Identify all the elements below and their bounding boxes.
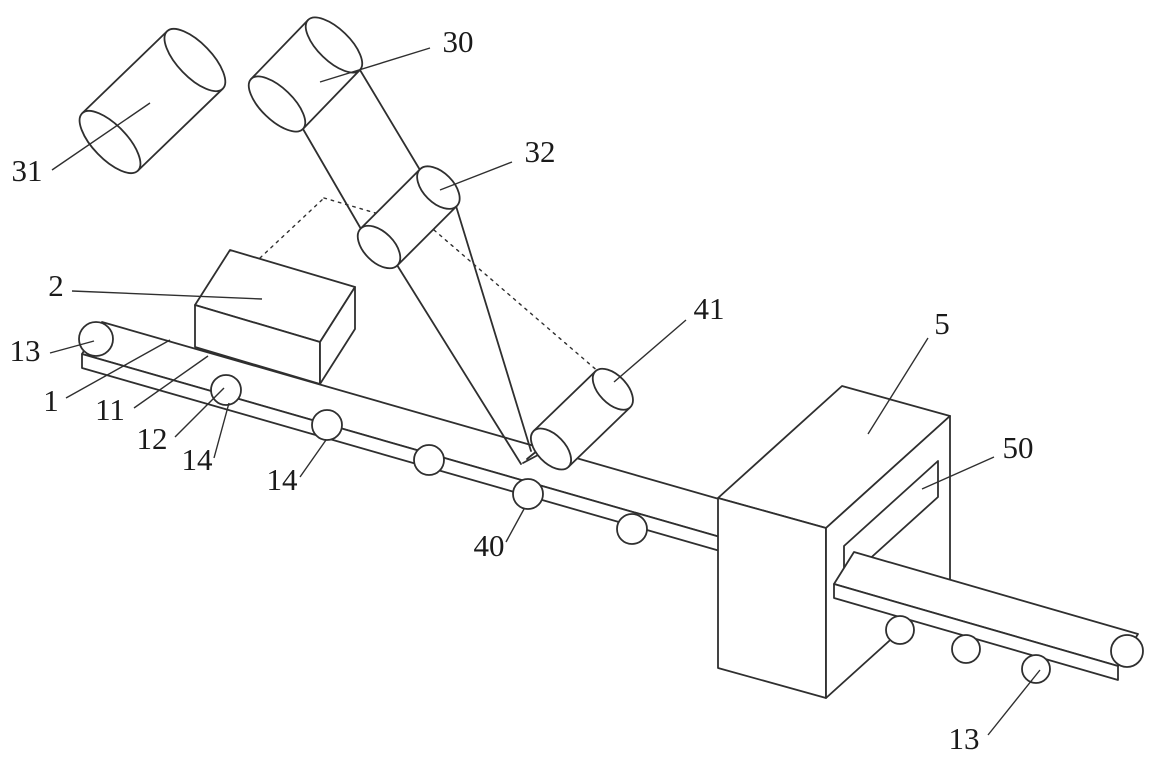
support-rollers [210, 374, 648, 545]
labels-inner: 30 31 32 2 13 1 [10, 24, 1041, 756]
web-edge [396, 264, 522, 465]
ref-label-group-50: 50 [921, 430, 1034, 490]
roller-side [567, 406, 632, 468]
hidden-edge [433, 229, 601, 374]
exit-conveyor [833, 551, 1144, 684]
leader-line-40 [505, 508, 525, 543]
roller-side [396, 205, 458, 267]
roll-side [250, 19, 309, 80]
film-web [302, 69, 597, 465]
ref-label-group-41: 41 [613, 291, 725, 383]
roller-side [81, 30, 168, 115]
leader-line-11 [133, 355, 209, 409]
support-roller-circle [951, 634, 981, 664]
ref-label-group-12: 12 [137, 387, 225, 456]
leader-line-30 [319, 47, 431, 83]
ref-label-group-11: 11 [95, 355, 209, 427]
housing-left-face [717, 497, 827, 699]
ref-label-group-40: 40 [474, 508, 525, 563]
ref-label-11: 11 [95, 392, 125, 427]
ref-label-40: 40 [474, 528, 505, 563]
ref-label-group-13-right: 13 [949, 669, 1041, 756]
ref-label-13-right: 13 [949, 721, 980, 756]
web-edge [359, 69, 421, 171]
leader-line-32 [439, 161, 513, 191]
ref-label-32: 32 [525, 134, 556, 169]
ref-label-14-b: 14 [267, 462, 299, 497]
leader-line-5 [867, 337, 929, 435]
roller-side [532, 370, 597, 432]
ref-label-13-left: 13 [10, 333, 41, 368]
exit-belt-front-face [833, 583, 1119, 681]
leader-line-41 [613, 319, 687, 383]
support-roller-circle [616, 513, 648, 545]
roll-near-cap [247, 75, 307, 133]
housing-5 [717, 385, 951, 699]
ref-label-group-31: 31 [12, 102, 151, 188]
ref-label-14-a: 14 [182, 442, 214, 477]
main-conveyor [78, 321, 863, 587]
ref-label-group-32: 32 [439, 134, 556, 191]
belt-end-roller-right [1110, 634, 1144, 668]
ref-label-5: 5 [934, 306, 950, 341]
film-roll-30 [247, 16, 364, 133]
leader-line-14-b [299, 439, 327, 478]
ref-label-group-14-a: 14 [182, 402, 230, 477]
support-roller-circle [210, 374, 242, 406]
leader-line-31 [51, 102, 151, 171]
line-art [78, 16, 1144, 699]
ref-label-group-5: 5 [867, 306, 950, 435]
ref-label-2: 2 [48, 268, 64, 303]
ref-label-12: 12 [137, 421, 168, 456]
labels-layer: 30 31 32 2 13 1 [10, 24, 1041, 756]
ref-label-group-13-left: 13 [10, 333, 95, 368]
support-roller-circle [885, 615, 915, 645]
ref-label-50: 50 [1003, 430, 1034, 465]
roller-side [359, 168, 421, 230]
hidden-edges [259, 197, 601, 374]
leader-line-13-left [49, 340, 95, 354]
roller-far-cap [416, 165, 461, 210]
feed-block [194, 249, 356, 385]
block-right-face [319, 286, 356, 385]
leader-line-12 [174, 387, 225, 438]
web-edge [522, 454, 539, 464]
ref-label-30: 30 [443, 24, 474, 59]
hidden-edge [259, 197, 325, 259]
ref-label-31: 31 [12, 153, 43, 188]
belt-end-roller-left [78, 321, 114, 357]
web-edge [302, 128, 362, 230]
ref-label-group-1: 1 [43, 339, 171, 418]
roller-near-cap [78, 109, 142, 175]
press-roller-circle [512, 478, 544, 510]
roller-31 [78, 28, 227, 175]
roller-side [136, 87, 224, 172]
support-roller-circle [1021, 654, 1051, 684]
ref-label-group-2: 2 [48, 268, 263, 303]
roll-side [301, 69, 361, 130]
leader-line-1 [65, 339, 171, 399]
guide-roller-32 [356, 165, 461, 270]
leader-line-50 [921, 456, 995, 490]
ref-label-1: 1 [43, 383, 59, 418]
web-edge [455, 205, 532, 452]
support-roller-circle [311, 409, 343, 441]
ref-label-41: 41 [694, 291, 725, 326]
leader-line-2 [71, 290, 263, 300]
roller-near-cap [356, 224, 402, 270]
support-roller-circle [413, 444, 445, 476]
tension-roller-41 [530, 367, 634, 471]
leader-line-14-a [213, 402, 230, 459]
ref-label-group-14-b: 14 [267, 439, 327, 497]
leader-line-13-right [987, 669, 1041, 736]
roller-far-cap [591, 367, 634, 411]
roller-far-cap [163, 28, 227, 93]
ref-label-group-30: 30 [319, 24, 474, 83]
roller-near-cap [530, 427, 572, 471]
